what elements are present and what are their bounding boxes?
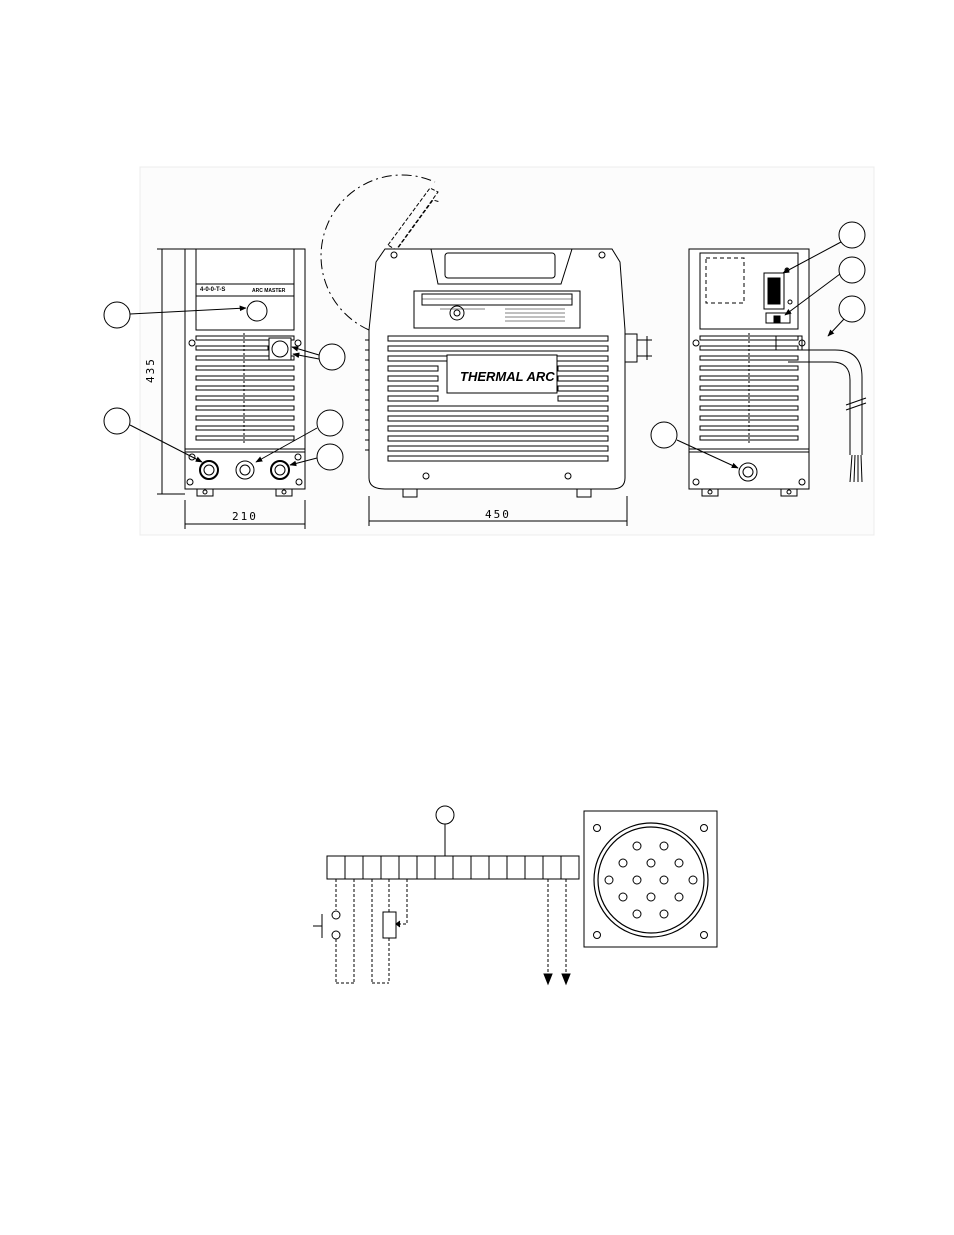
- terminal-cell: [453, 856, 471, 879]
- socket-pin: [647, 859, 655, 867]
- socket-pin: [660, 876, 668, 884]
- callout-circle: [104, 408, 130, 434]
- callout-circle: [839, 222, 865, 248]
- remote-switch-circuit: [313, 879, 354, 983]
- callout-circle: [317, 410, 343, 436]
- front-model-label: 4-0-0-T-S: [200, 287, 225, 293]
- socket-pin: [633, 876, 641, 884]
- socket-pin: [675, 859, 683, 867]
- socket-pin: [619, 859, 627, 867]
- terminal-cell: [489, 856, 507, 879]
- front-brand-label: ARC MASTER: [252, 288, 286, 294]
- terminal-cell: [417, 856, 435, 879]
- terminal-cell: [327, 856, 345, 879]
- callout-circle: [651, 422, 677, 448]
- socket-pin: [660, 842, 668, 850]
- callout-circle: [839, 296, 865, 322]
- socket-pin: [675, 893, 683, 901]
- terminal-cell: [381, 856, 399, 879]
- top-drawing: 4-0-0-T-S ARC MASTER: [104, 167, 874, 535]
- terminal-cell: [507, 856, 525, 879]
- potentiometer-circuit: [372, 879, 407, 983]
- terminal-cell: [363, 856, 381, 879]
- callout-circle: [839, 257, 865, 283]
- front-width-label: 210: [232, 510, 258, 523]
- potentiometer: [383, 912, 396, 938]
- socket-pin: [660, 910, 668, 918]
- socket-pin: [619, 893, 627, 901]
- callout-circle: [319, 344, 345, 370]
- terminal-cell: [561, 856, 579, 879]
- terminal-cell: [435, 856, 453, 879]
- side-width-label: 450: [485, 508, 511, 521]
- terminal-strip: [327, 856, 579, 879]
- callout-circle: [104, 302, 130, 328]
- side-brand-logo: THERMAL ARC: [460, 369, 555, 384]
- terminal-cell: [399, 856, 417, 879]
- socket-pin: [605, 876, 613, 884]
- socket-pin: [689, 876, 697, 884]
- socket-face: [584, 811, 717, 947]
- front-view: 4-0-0-T-S ARC MASTER: [185, 249, 305, 496]
- terminal-cell: [543, 856, 561, 879]
- socket-pin: [633, 910, 641, 918]
- connector-diagram: [313, 806, 717, 984]
- callout-circle: [436, 806, 454, 824]
- socket-pin: [633, 842, 641, 850]
- callout-circle: [317, 444, 343, 470]
- terminal-cell: [345, 856, 363, 879]
- terminal-cell: [525, 856, 543, 879]
- socket-pins: [605, 842, 697, 918]
- height-dimension-label: 435: [144, 357, 157, 383]
- terminal-cell: [471, 856, 489, 879]
- socket-pin: [647, 893, 655, 901]
